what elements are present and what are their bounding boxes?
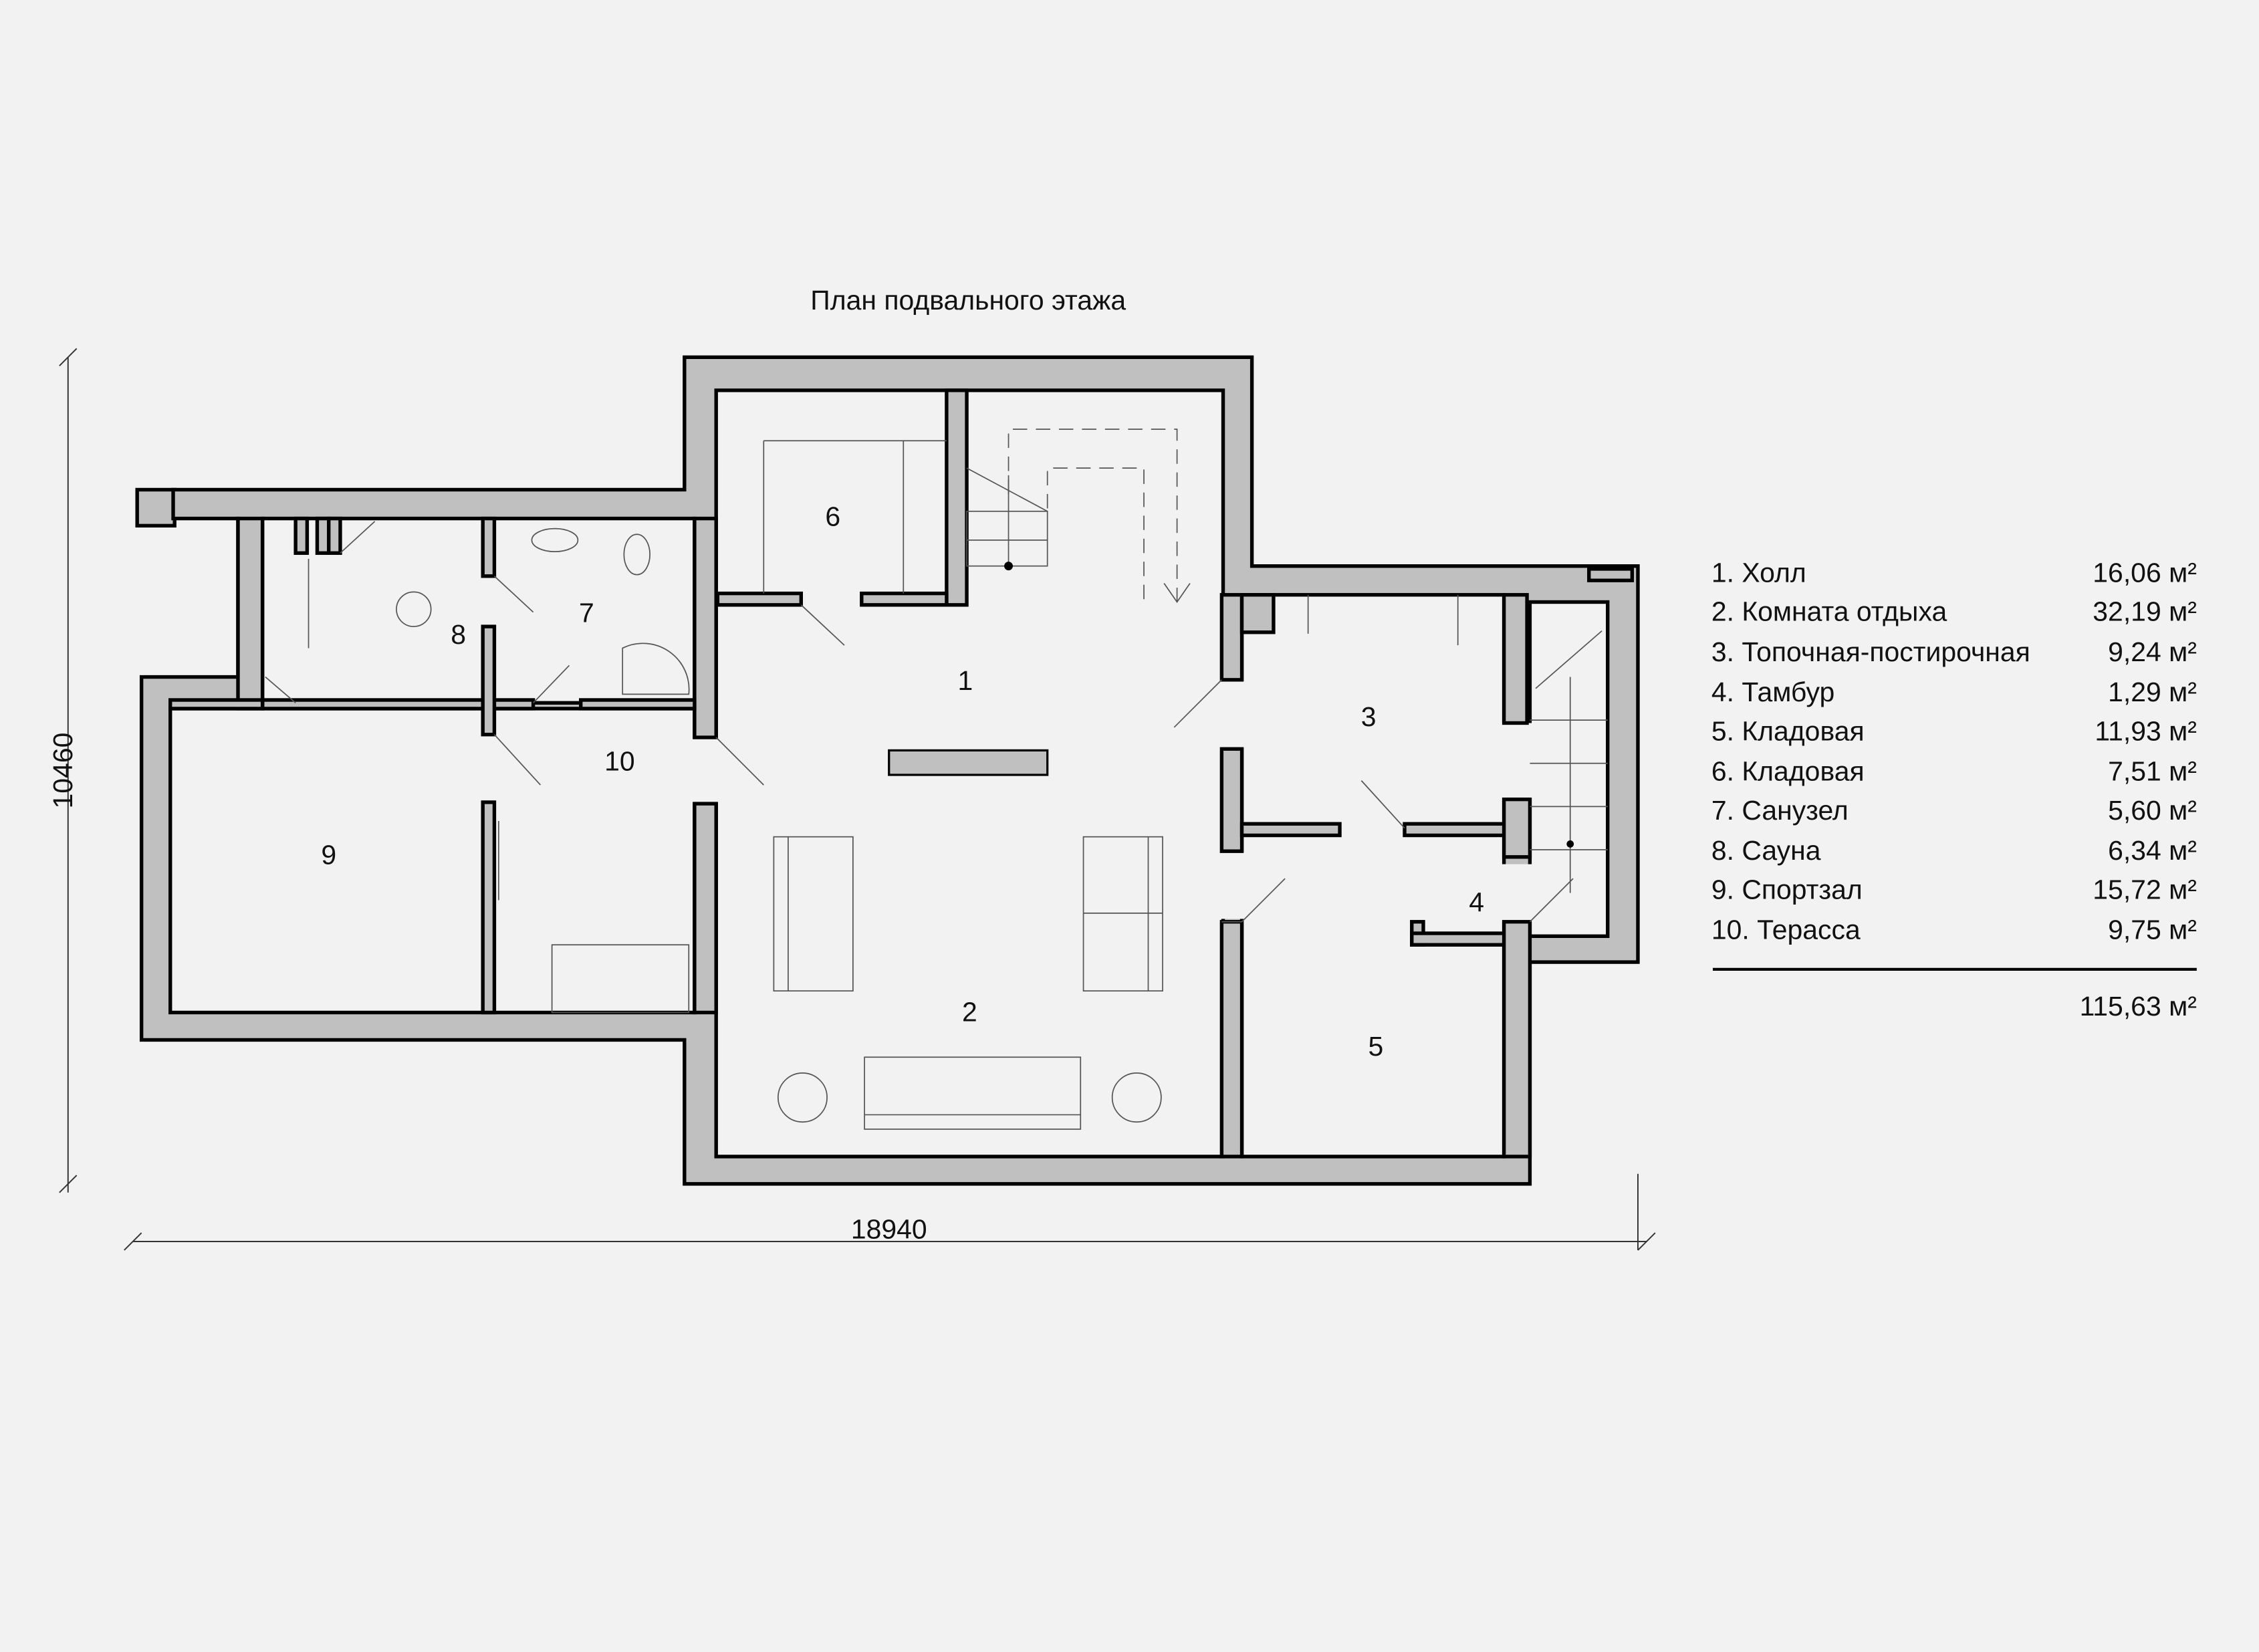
room-number-3: 3 — [1361, 701, 1377, 732]
dimension-lines: 18940 10460 — [47, 348, 1656, 1251]
legend-name: 5. Кладовая — [1711, 715, 1865, 746]
room-number-4: 4 — [1469, 887, 1484, 918]
area-legend: 1. Холл 16,06 м² 2. Комната отдыха 32,19… — [1711, 557, 2197, 1021]
room-number-6: 6 — [825, 501, 840, 532]
plan-title: План подвального этажа — [810, 285, 1126, 316]
legend-area: 9,24 м² — [2108, 636, 2197, 667]
legend-area: 11,93 м² — [2095, 715, 2197, 746]
legend-name: 3. Топочная-постирочная — [1711, 636, 2030, 667]
legend-name: 7. Санузел — [1711, 795, 1849, 826]
legend-name: 2. Комната отдыха — [1711, 596, 1947, 627]
room-number-2: 2 — [962, 996, 977, 1027]
armchair-right — [1111, 1072, 1162, 1123]
room-number-7: 7 — [579, 598, 594, 628]
room-number-10: 10 — [604, 746, 635, 777]
legend-name: 8. Сауна — [1711, 835, 1821, 866]
height-dimension: 10460 — [47, 733, 78, 809]
legend-total-area: 115,63 м² — [2080, 991, 2197, 1022]
legend-name: 6. Кладовая — [1711, 756, 1865, 787]
room-number-1: 1 — [958, 665, 973, 696]
legend-area: 5,60 м² — [2108, 795, 2197, 826]
room-numbers: 1 2 3 4 5 6 7 8 9 10 — [321, 501, 1484, 1062]
shower-icon — [622, 642, 690, 695]
hall-partition-bar — [888, 749, 1049, 776]
room-number-5: 5 — [1369, 1031, 1384, 1062]
legend-area: 15,72 м² — [2093, 874, 2197, 905]
armchair-left — [777, 1072, 828, 1123]
sofa-right — [1082, 836, 1163, 992]
legend-area: 9,75 м² — [2108, 915, 2197, 945]
interior-walls — [168, 388, 1635, 1159]
legend-name: 10. Терасса — [1711, 915, 1861, 945]
sauna-stove-icon — [396, 591, 432, 627]
sink-icon — [531, 527, 579, 552]
furniture — [265, 429, 1608, 1130]
sofa-left — [773, 836, 854, 992]
legend-name: 1. Холл — [1711, 557, 1806, 588]
legend-area: 32,19 м² — [2093, 596, 2197, 627]
legend-name: 4. Тамбур — [1711, 677, 1834, 707]
room-number-9: 9 — [321, 840, 336, 870]
legend-name: 9. Спортзал — [1711, 874, 1863, 905]
width-dimension: 18940 — [851, 1214, 927, 1245]
legend-area: 1,29 м² — [2108, 677, 2197, 707]
legend-area: 6,34 м² — [2108, 835, 2197, 866]
toilet-icon — [623, 534, 650, 576]
room-number-8: 8 — [451, 619, 466, 650]
sofa-bottom — [864, 1056, 1082, 1130]
legend-area: 7,51 м² — [2108, 756, 2197, 787]
legend-area: 16,06 м² — [2093, 557, 2197, 588]
